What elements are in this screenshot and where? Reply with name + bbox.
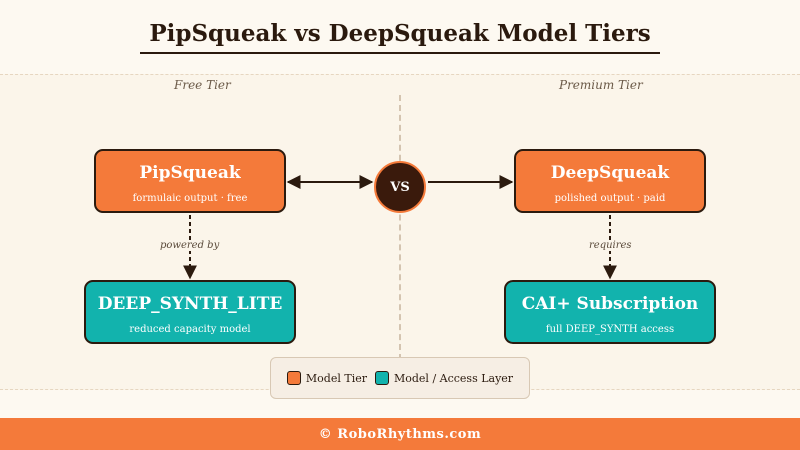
title-underline: [140, 52, 660, 54]
requires-label: requires: [585, 240, 636, 251]
pipsqueak-title: PipSqueak: [139, 163, 241, 183]
pipsqueak-node: PipSqueak formulaic output · free: [94, 149, 286, 213]
deep-synth-lite-node: DEEP_SYNTH_LITE reduced capacity model: [84, 280, 296, 344]
free-tier-label: Free Tier: [174, 78, 231, 92]
footer: © RoboRhythms.com: [0, 418, 800, 450]
premium-tier-label: Premium Tier: [559, 78, 643, 92]
cai-subscription-subtitle: full DEEP_SYNTH access: [545, 324, 675, 335]
center-divider: [399, 95, 401, 360]
deepsqueak-title: DeepSqueak: [550, 163, 670, 183]
legend: Model Tier Model / Access Layer: [270, 357, 530, 399]
band-top-line: [0, 74, 800, 75]
cai-subscription-node: CAI+ Subscription full DEEP_SYNTH access: [504, 280, 716, 344]
legend-item-model-tier: Model Tier: [286, 371, 367, 385]
legend-access-layer-label: Model / Access Layer: [394, 371, 514, 385]
page-title: PipSqueak vs DeepSqueak Model Tiers: [149, 20, 651, 47]
legend-item-access-layer: Model / Access Layer: [375, 371, 513, 385]
deep-synth-lite-title: DEEP_SYNTH_LITE: [97, 294, 283, 314]
vs-badge: VS: [374, 161, 426, 213]
pipsqueak-subtitle: formulaic output · free: [132, 193, 248, 204]
deepsqueak-node: DeepSqueak polished output · paid: [514, 149, 706, 213]
legend-model-tier-label: Model Tier: [305, 371, 367, 385]
teal-swatch-icon: [375, 371, 389, 385]
powered-by-label: powered by: [156, 240, 224, 251]
cai-subscription-title: CAI+ Subscription: [521, 294, 699, 314]
orange-swatch-icon: [286, 371, 301, 385]
footer-copyright[interactable]: © RoboRhythms.com: [318, 426, 482, 442]
deepsqueak-subtitle: polished output · paid: [554, 193, 666, 204]
deep-synth-lite-subtitle: reduced capacity model: [129, 324, 251, 335]
